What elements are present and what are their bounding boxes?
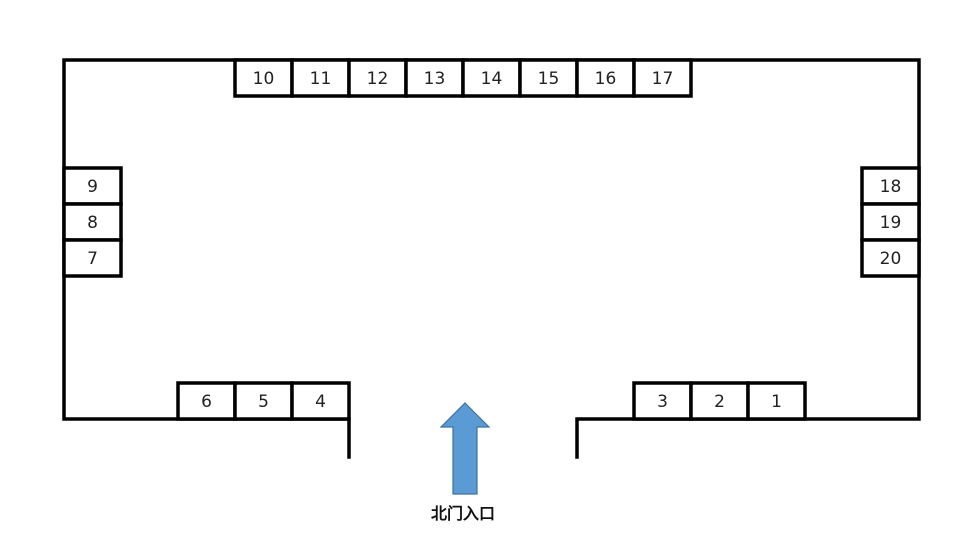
booth-number: 6 (201, 392, 212, 412)
booth-number: 13 (424, 69, 446, 89)
booth-number: 15 (538, 69, 560, 89)
booth-number: 19 (880, 213, 902, 233)
booth-8: 8 (62, 202, 123, 242)
booth-18: 18 (860, 166, 921, 206)
booth-box (860, 166, 921, 206)
booth-group: 10 11 12 13 14 15 16 17 9 8 7 18 19 20 6 5 4 3 2 1 (62, 58, 921, 421)
booth-16: 16 (575, 58, 636, 98)
booth-7: 7 (62, 238, 123, 278)
booth-box (62, 202, 123, 242)
booth-number: 10 (253, 69, 275, 89)
booth-number: 17 (652, 69, 674, 89)
entrance-label: 北门入口 (430, 504, 495, 523)
booth-3: 3 (632, 381, 693, 421)
booth-number: 14 (481, 69, 503, 89)
booth-box (347, 58, 408, 98)
booth-box (62, 166, 123, 206)
booth-number: 2 (714, 392, 725, 412)
booth-number: 5 (258, 392, 269, 412)
booth-box (632, 58, 693, 98)
booth-12: 12 (347, 58, 408, 98)
booth-13: 13 (404, 58, 465, 98)
booth-9: 9 (62, 166, 123, 206)
booth-19: 19 (860, 202, 921, 242)
booth-number: 18 (880, 177, 902, 197)
booth-4: 4 (290, 381, 351, 421)
booth-box (860, 238, 921, 278)
booth-number: 11 (310, 69, 332, 89)
booth-10: 10 (233, 58, 294, 98)
booth-box (62, 238, 123, 278)
booth-5: 5 (233, 381, 294, 421)
booth-number: 12 (367, 69, 389, 89)
booth-number: 9 (87, 177, 98, 197)
booth-14: 14 (461, 58, 522, 98)
booth-box (233, 381, 294, 421)
booth-number: 16 (595, 69, 617, 89)
booth-box (860, 202, 921, 242)
booth-number: 8 (87, 213, 98, 233)
booth-number: 4 (315, 392, 326, 412)
booth-number: 20 (880, 249, 902, 269)
entrance-arrow-icon (439, 402, 491, 495)
booth-box (689, 381, 750, 421)
booth-15: 15 (518, 58, 579, 98)
booth-1: 1 (746, 381, 807, 421)
booth-number: 3 (657, 392, 668, 412)
booth-6: 6 (176, 381, 237, 421)
booth-number: 1 (771, 392, 782, 412)
booth-number: 7 (87, 249, 98, 269)
booth-2: 2 (689, 381, 750, 421)
booth-11: 11 (290, 58, 351, 98)
booth-box (176, 381, 237, 421)
booth-box (746, 381, 807, 421)
booth-20: 20 (860, 238, 921, 278)
booth-17: 17 (632, 58, 693, 98)
booth-box (290, 381, 351, 421)
